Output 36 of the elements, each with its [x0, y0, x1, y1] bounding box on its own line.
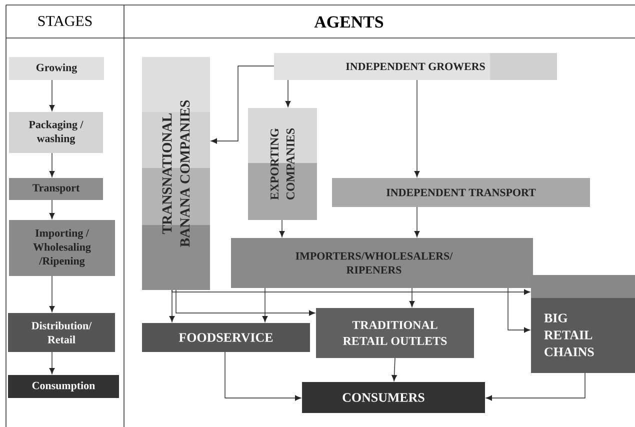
arrow [285, 80, 291, 108]
arrow [392, 358, 397, 382]
arrow [224, 352, 302, 401]
stage-box: Growing [9, 57, 104, 80]
arrow [279, 220, 285, 238]
arrow [414, 80, 420, 178]
header-text: STAGES [38, 16, 92, 26]
arrow [409, 288, 415, 308]
agent-box: TRANSNATIONAL BANANA COMPANIES [142, 57, 210, 290]
arrow [176, 290, 316, 316]
arrow [172, 289, 530, 295]
arrow [169, 290, 175, 322]
stage-box: Consumption [8, 375, 119, 398]
arrow [49, 276, 55, 312]
stage-box: Importing / Wholesaling /Ripening [9, 220, 115, 276]
arrow [508, 288, 530, 333]
stage-box: Distribution/ Retail [8, 313, 115, 352]
agent-box: TRADITIONAL RETAIL OUTLETS [316, 308, 474, 358]
arrow [210, 66, 274, 144]
arrow [262, 288, 268, 322]
agent-box: INDEPENDENT TRANSPORT [332, 178, 590, 207]
agent-box: BIG RETAIL CHAINS [531, 275, 635, 373]
agent-box: INDEPENDENT GROWERS [274, 53, 557, 80]
stage-box: Transport [9, 178, 103, 200]
agent-box: IMPORTERS/WHOLESALERS/ RIPENERS [231, 238, 533, 288]
arrow [49, 80, 55, 112]
header-text: AGENTS [314, 16, 384, 28]
arrow [49, 352, 55, 374]
arrow [49, 152, 55, 178]
arrow [49, 200, 55, 220]
arrow [414, 206, 420, 238]
stage-box: Packaging / washing [9, 112, 103, 153]
agent-box: CONSUMERS [302, 382, 485, 413]
agent-box: FOODSERVICE [142, 323, 310, 352]
arrow [486, 372, 586, 401]
agent-box: EXPORTING COMPANIES [248, 108, 317, 220]
